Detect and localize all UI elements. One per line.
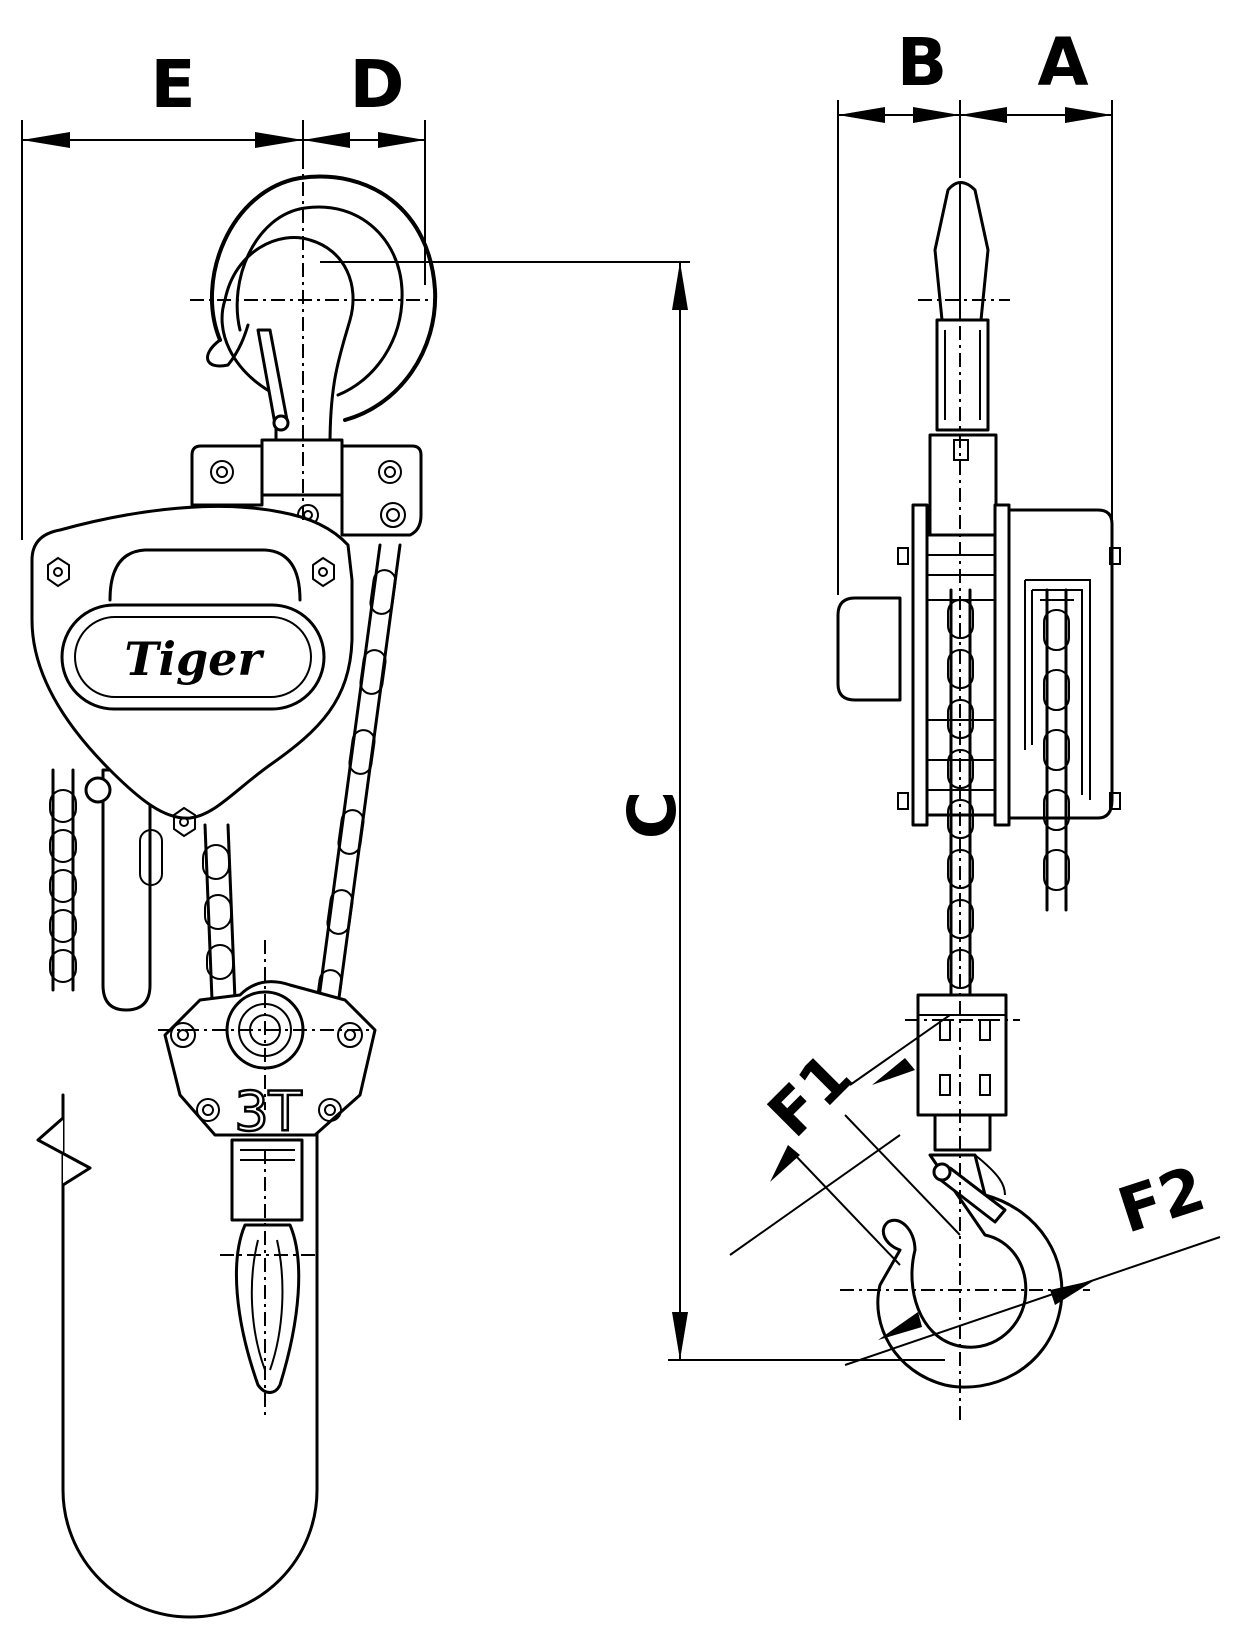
top-hook-side	[928, 181, 998, 537]
top-suspension-block	[190, 444, 423, 537]
front-center-lines	[158, 155, 435, 1420]
logo-plate	[60, 603, 326, 711]
chain-stop-pin	[84, 776, 112, 804]
dim-label-f1: F1	[754, 1039, 866, 1151]
hand-chain-right	[314, 543, 402, 1022]
dim-label-f2: F2	[1109, 1152, 1213, 1248]
top-hook	[206, 174, 438, 497]
latch-pin	[272, 414, 290, 432]
load-chain-to-block	[202, 823, 237, 1002]
bottom-block: 3T	[163, 980, 377, 1144]
dim-label-d: D	[350, 46, 405, 123]
load-chain-slack-links	[139, 829, 163, 886]
dimension-lines	[21, 100, 1221, 1366]
chain-slack-slot	[101, 768, 152, 1012]
side-hand-chain	[1043, 588, 1070, 912]
body-bolts	[47, 556, 335, 838]
brand-logo: Tiger	[124, 632, 265, 686]
side-frame	[836, 503, 1121, 827]
load-chain-left	[49, 768, 77, 992]
side-view	[836, 110, 1121, 1420]
capacity-marking: 3T	[234, 1080, 302, 1143]
hand-chain-loop	[61, 1028, 319, 1619]
dim-label-e: E	[150, 46, 195, 123]
dim-label-c: C	[614, 791, 691, 839]
dim-label-a: A	[1037, 24, 1088, 101]
handle-grip-outline	[108, 548, 302, 602]
chain-break-symbol	[36, 1116, 92, 1187]
bottom-hook-side	[876, 1153, 1064, 1389]
front-view: Tiger	[30, 155, 438, 1619]
side-center-lines	[840, 110, 1090, 1420]
dim-label-b: B	[897, 24, 947, 101]
side-bottom-block	[916, 993, 1008, 1152]
bottom-hook-front	[230, 1138, 304, 1394]
hoist-body: Tiger	[30, 504, 354, 838]
